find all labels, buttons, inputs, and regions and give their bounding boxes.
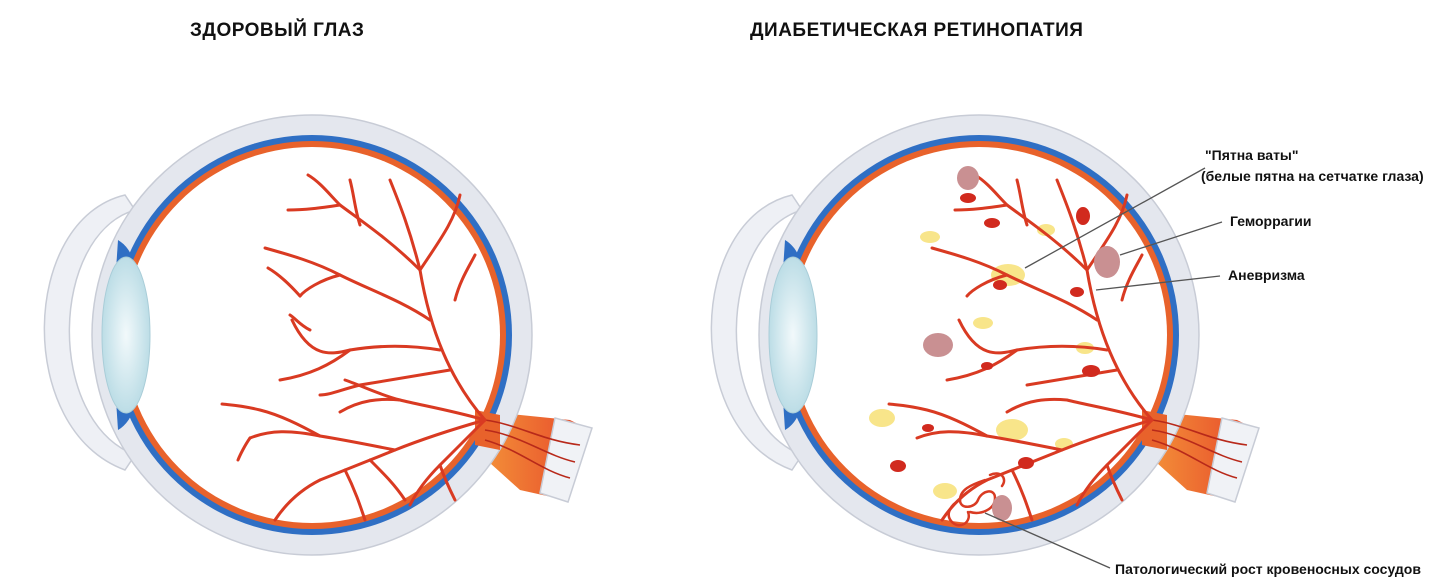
- aneurysm-label: Аневризма: [1228, 266, 1305, 284]
- vitreous: [791, 147, 1167, 523]
- healthy-eye: [44, 115, 592, 555]
- neovascularization-label: Патологический рост кровеносных сосудов: [1115, 560, 1421, 578]
- lens: [102, 257, 150, 413]
- cotton-wool-desc-label: (белые пятна на сетчатке глаза): [1201, 167, 1424, 185]
- hemorrhages-label: Геморрагии: [1230, 212, 1311, 230]
- diabetic-eye: [711, 115, 1259, 568]
- cotton-wool-title-label: "Пятна ваты": [1205, 146, 1299, 164]
- vitreous: [124, 147, 500, 523]
- lens: [769, 257, 817, 413]
